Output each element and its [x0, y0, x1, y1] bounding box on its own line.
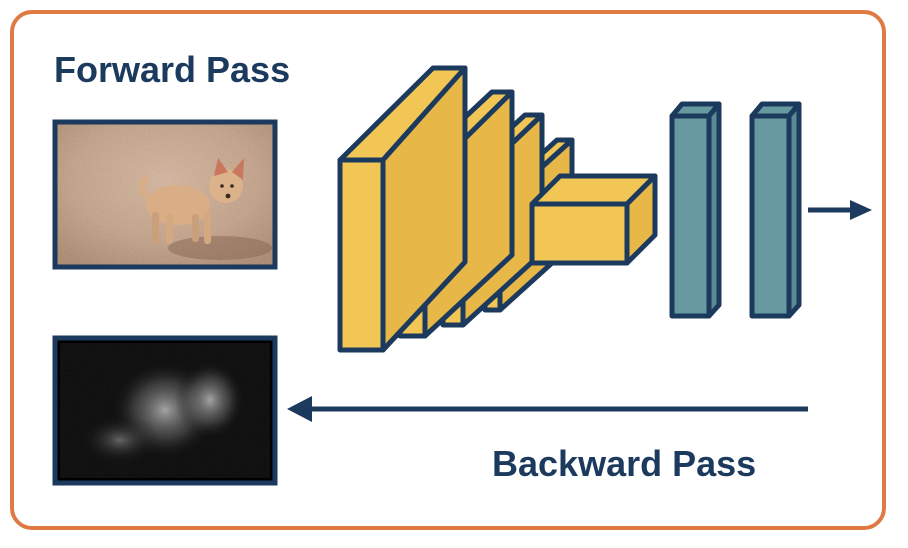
fc-layer-1 — [669, 101, 722, 319]
dog-icon — [139, 158, 244, 244]
pool-block — [529, 173, 658, 266]
conv-layer-1 — [337, 65, 468, 353]
arrow-left-icon — [287, 396, 808, 422]
saliency-map — [52, 335, 278, 486]
arrow-right-icon — [808, 200, 872, 220]
diagram-frame — [10, 10, 886, 530]
backward-pass-label: Backward Pass — [492, 443, 757, 484]
fc-layer-2 — [749, 101, 802, 319]
forward-pass-label: Forward Pass — [54, 49, 291, 90]
input-photo — [52, 119, 278, 270]
